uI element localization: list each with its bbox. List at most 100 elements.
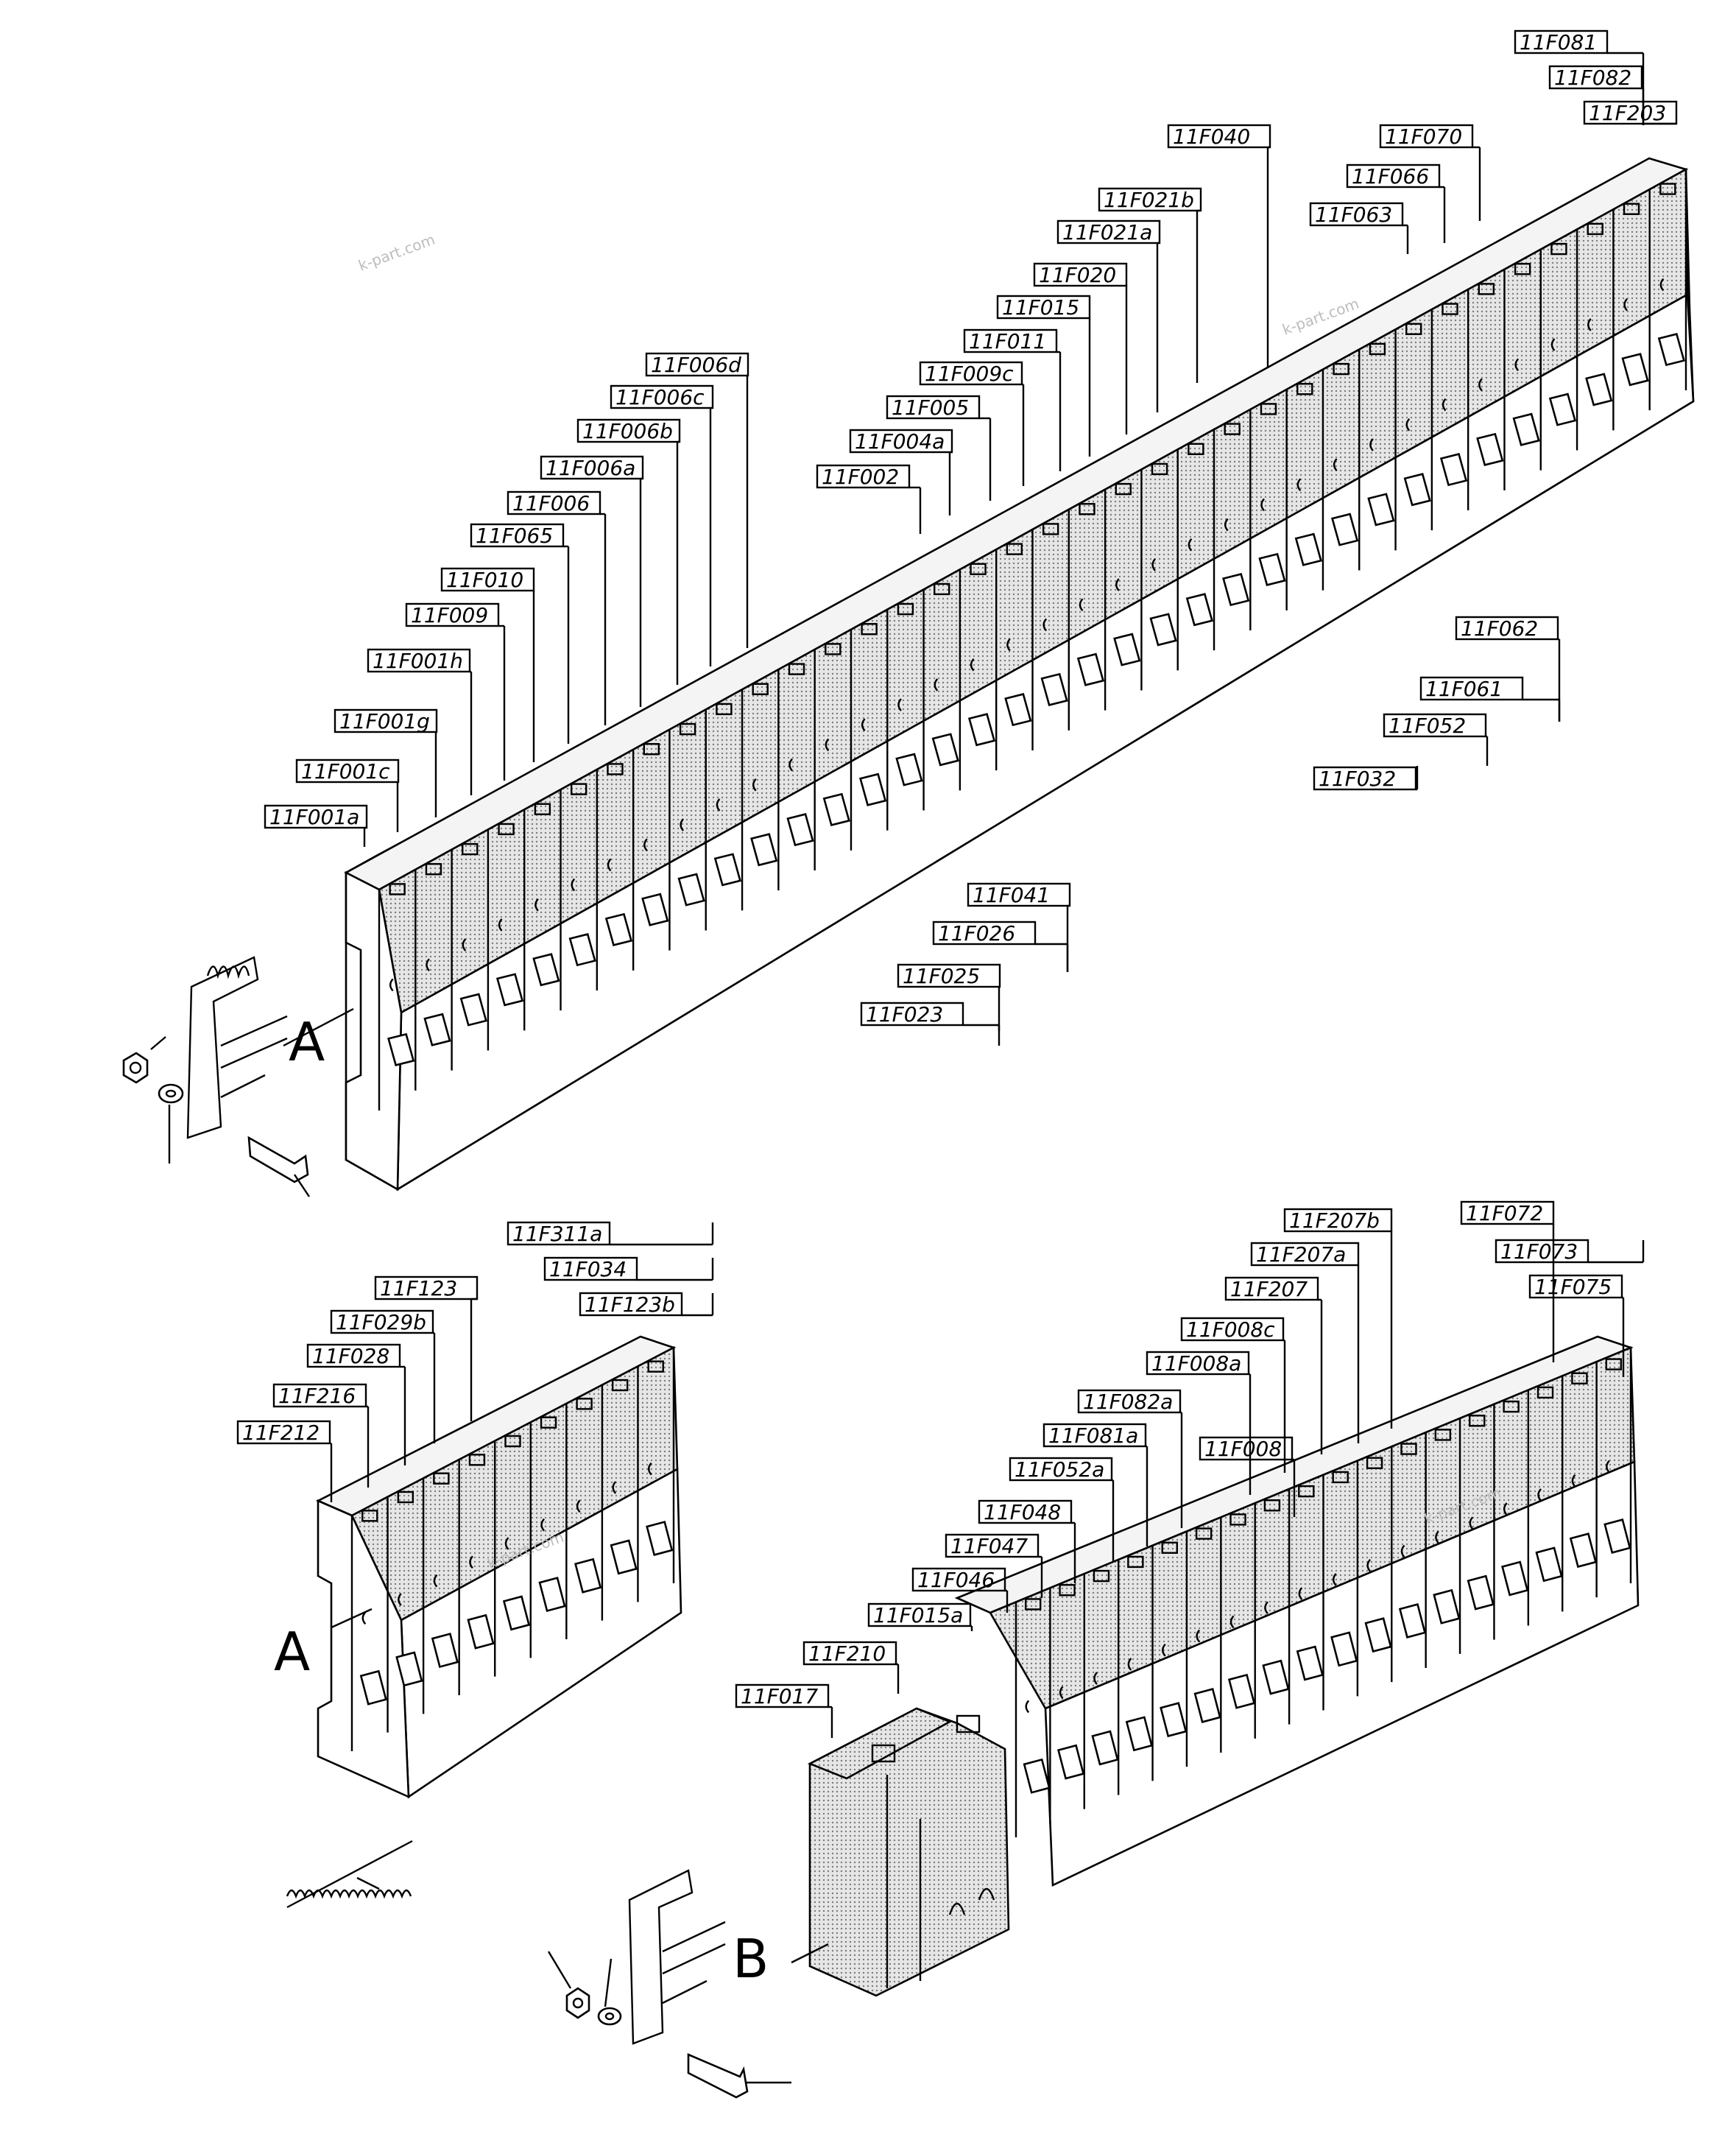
toggle-handle bbox=[1091, 1730, 1119, 1766]
label-window bbox=[1369, 342, 1386, 356]
part-number-label: 11F001h bbox=[373, 649, 463, 673]
label-window bbox=[897, 602, 914, 616]
callout: 11F082a bbox=[1077, 1389, 1183, 1528]
callout-box bbox=[996, 295, 1091, 320]
callout: 11F066 bbox=[1346, 163, 1446, 243]
label-window bbox=[1006, 543, 1023, 555]
callout-box bbox=[1383, 713, 1487, 738]
comb-busbar bbox=[286, 1840, 413, 1909]
toggle-handle bbox=[1185, 593, 1213, 627]
watermark-1: k-part.com bbox=[356, 230, 438, 275]
terminal-screw bbox=[469, 1555, 473, 1569]
terminal-screw bbox=[648, 1462, 652, 1476]
terminal-screw bbox=[1162, 1643, 1166, 1657]
callout: 11F008a bbox=[1146, 1351, 1252, 1495]
part-number-label: 11F009 bbox=[411, 603, 488, 627]
label-window bbox=[1093, 1569, 1110, 1583]
callout-box bbox=[576, 418, 681, 443]
callout: 11F032 bbox=[1313, 766, 1419, 791]
label-window bbox=[1503, 1400, 1520, 1413]
label-window bbox=[1188, 443, 1204, 455]
label-window bbox=[389, 883, 406, 895]
callout-box bbox=[816, 464, 911, 489]
part-number-label: 11F009c bbox=[925, 362, 1014, 386]
part-number-label: 11F006 bbox=[512, 491, 590, 515]
toggle-handle bbox=[1364, 1617, 1392, 1653]
toggle-handle bbox=[1603, 1518, 1631, 1554]
toggle-handle bbox=[967, 713, 996, 747]
label-window bbox=[1405, 323, 1422, 335]
terminal-screw bbox=[1264, 1601, 1269, 1615]
callout: 11F216 bbox=[272, 1383, 370, 1488]
view-letter-a-top: A bbox=[289, 1011, 325, 1073]
label-window bbox=[1623, 203, 1640, 215]
part-number-label: 11F028 bbox=[312, 1344, 389, 1368]
terminal-screw bbox=[1296, 478, 1302, 492]
label-window bbox=[498, 823, 515, 836]
part-number-label: 11F063 bbox=[1315, 203, 1392, 227]
part-number-label: 11F210 bbox=[808, 1641, 886, 1666]
terminal-screw bbox=[607, 858, 612, 872]
terminal-screw bbox=[1659, 278, 1665, 292]
part-number-label: 11F010 bbox=[446, 568, 523, 592]
terminal-screw bbox=[389, 978, 394, 992]
callout: 11F006 bbox=[507, 490, 607, 725]
callout: 11F005 bbox=[886, 395, 992, 501]
callout-box bbox=[1419, 676, 1524, 701]
callout-box bbox=[579, 1292, 683, 1317]
callout: 11F081a bbox=[1042, 1423, 1148, 1546]
part-number-label: 11F025 bbox=[903, 964, 980, 988]
label-window bbox=[1115, 482, 1132, 496]
view-letter-b: B bbox=[733, 1928, 769, 1990]
callout-box bbox=[886, 395, 981, 420]
part-number-label: 11F006d bbox=[651, 353, 741, 377]
callout-box bbox=[367, 648, 471, 673]
toggle-handle bbox=[1569, 1532, 1598, 1569]
terminal-screw bbox=[716, 798, 721, 812]
callout-box bbox=[1460, 1200, 1555, 1225]
callout: 11F082 bbox=[1548, 65, 1645, 125]
terminal-screw bbox=[788, 758, 793, 772]
toggle-handle bbox=[574, 1558, 602, 1594]
label-window bbox=[1442, 303, 1458, 315]
label-window bbox=[425, 863, 442, 876]
part-number-label: 11F082a bbox=[1083, 1390, 1173, 1414]
terminal-screw bbox=[1229, 1615, 1235, 1629]
mounting-bracket-top: A bbox=[122, 956, 354, 1197]
callout-box bbox=[1224, 1276, 1319, 1301]
callout-box bbox=[1455, 616, 1559, 641]
label-window bbox=[643, 743, 660, 756]
toggle-handle bbox=[1004, 693, 1032, 727]
terminal-screw bbox=[752, 778, 757, 792]
part-number-label: 11F017 bbox=[741, 1684, 818, 1708]
callout: 11F001g bbox=[334, 708, 438, 817]
callout: 11F002 bbox=[816, 464, 922, 534]
part-number-label: 11F005 bbox=[892, 395, 969, 420]
label-window bbox=[970, 563, 987, 575]
label-window bbox=[468, 1454, 486, 1466]
part-number-label: 11F072 bbox=[1466, 1201, 1543, 1225]
callout-box bbox=[1283, 1208, 1393, 1233]
callout: 11F062 bbox=[1455, 616, 1561, 722]
callout: 11F210 bbox=[802, 1641, 900, 1694]
callout: 11F123b bbox=[579, 1292, 714, 1317]
part-number-label: 11F075 bbox=[1534, 1275, 1612, 1299]
toggle-handle bbox=[1433, 1588, 1461, 1625]
label-window bbox=[576, 1398, 593, 1410]
part-number-label: 11F048 bbox=[984, 1500, 1061, 1524]
terminal-screw bbox=[1587, 318, 1592, 331]
callout: 11F034 bbox=[543, 1256, 714, 1281]
callout: 11F010 bbox=[440, 567, 535, 762]
callout-box bbox=[1583, 100, 1678, 125]
label-window bbox=[1229, 1513, 1246, 1526]
terminal-screw bbox=[1369, 438, 1374, 451]
part-number-label: 11F041 bbox=[973, 883, 1050, 907]
callout-box bbox=[932, 921, 1037, 946]
callout: 11F072 bbox=[1460, 1200, 1555, 1362]
toggle-handle bbox=[1040, 672, 1068, 706]
toggle-handle bbox=[1113, 633, 1141, 666]
terminal-screw bbox=[426, 958, 430, 972]
toggle-handle bbox=[1294, 532, 1322, 566]
part-number-label: 11F001c bbox=[301, 759, 390, 784]
